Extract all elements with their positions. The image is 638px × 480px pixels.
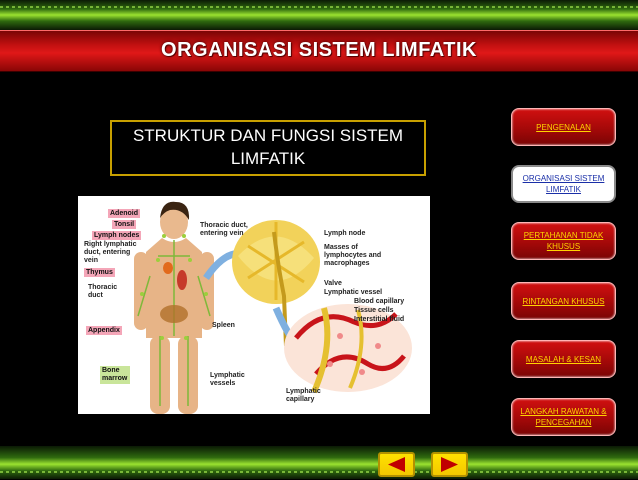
heading-box xyxy=(110,120,426,176)
label-spleen: Spleen xyxy=(212,322,235,329)
nav-button-organisasi[interactable]: ORGANISASI SISTEM LIMFATIK xyxy=(511,165,616,203)
label-tonsil: Tonsil xyxy=(112,220,137,229)
nav-button-pertahanan[interactable]: PERTAHANAN TIDAK KHUSUS xyxy=(511,222,616,260)
nav-label-rintangan: RINTANGAN KHUSUS xyxy=(522,296,605,306)
label-thoracic-duct: Thoracic duct xyxy=(88,284,118,299)
nav-button-rintangan[interactable]: RINTANGAN KHUSUS xyxy=(511,282,616,320)
label-lymph-nodes: Lymph nodes xyxy=(92,231,142,240)
next-slide-button[interactable] xyxy=(431,452,468,477)
nav-label-masalah: MASALAH & KESAN xyxy=(525,354,602,364)
label-bone-marrow: Bone marrow xyxy=(100,366,130,384)
nav-button-pengenalan[interactable]: PENGENALAN xyxy=(511,108,616,146)
label-lymphatic-vessels: Lymphatic vessels xyxy=(210,372,245,387)
nav-label-organisasi: ORGANISASI SISTEM LIMFATIK xyxy=(522,174,605,194)
label-lymph-node: Lymph node xyxy=(324,230,366,237)
label-masses-lymphocytes: Masses of lymphocytes and macrophages xyxy=(324,244,382,267)
label-appendix: Appendix xyxy=(86,326,122,335)
label-lymphatic-capillary: Lymphatic capillary xyxy=(286,388,321,403)
nav-button-langkah[interactable]: LANGKAH RAWATAN & PENCEGAHAN xyxy=(511,398,616,436)
nav-label-pengenalan: PENGENALAN xyxy=(536,122,591,132)
label-interstitial-fluid: Interstitial fluid xyxy=(354,316,405,323)
triangle-left-icon xyxy=(388,457,405,472)
nav-label-pertahanan: PERTAHANAN TIDAK KHUSUS xyxy=(523,231,604,251)
nav-label-langkah: LANGKAH RAWATAN & PENCEGAHAN xyxy=(520,407,607,427)
label-blood-capillary: Blood capillary xyxy=(354,298,405,305)
top-frame-bar xyxy=(0,0,638,30)
section-heading: STRUKTUR DAN FUNGSI SISTEM LIMFATIK xyxy=(132,126,404,168)
lymphatic-system-figure: Adenoid Tonsil Lymph nodes Right lymphat… xyxy=(78,196,430,414)
nav-button-masalah[interactable]: MASALAH & KESAN xyxy=(511,340,616,378)
slide-title: ORGANISASI SISTEM LIMFATIK xyxy=(161,39,477,61)
label-thymus: Thymus xyxy=(84,268,115,277)
label-lymphatic-vessel: Lymphatic vessel xyxy=(324,289,383,296)
previous-slide-button[interactable] xyxy=(378,452,415,477)
label-thoracic-duct-entering: Thoracic duct, entering vein xyxy=(200,222,248,237)
label-tissue-cells: Tissue cells xyxy=(354,307,394,314)
title-bar xyxy=(0,30,638,72)
label-adenoid: Adenoid xyxy=(108,209,140,218)
triangle-right-icon xyxy=(441,457,458,472)
bottom-frame-bar xyxy=(0,446,638,479)
lymphatic-illustration xyxy=(134,201,412,414)
label-valve: Valve xyxy=(324,280,342,287)
label-right-lymphatic-duct: Right lymphatic duct, entering vein xyxy=(84,241,137,264)
